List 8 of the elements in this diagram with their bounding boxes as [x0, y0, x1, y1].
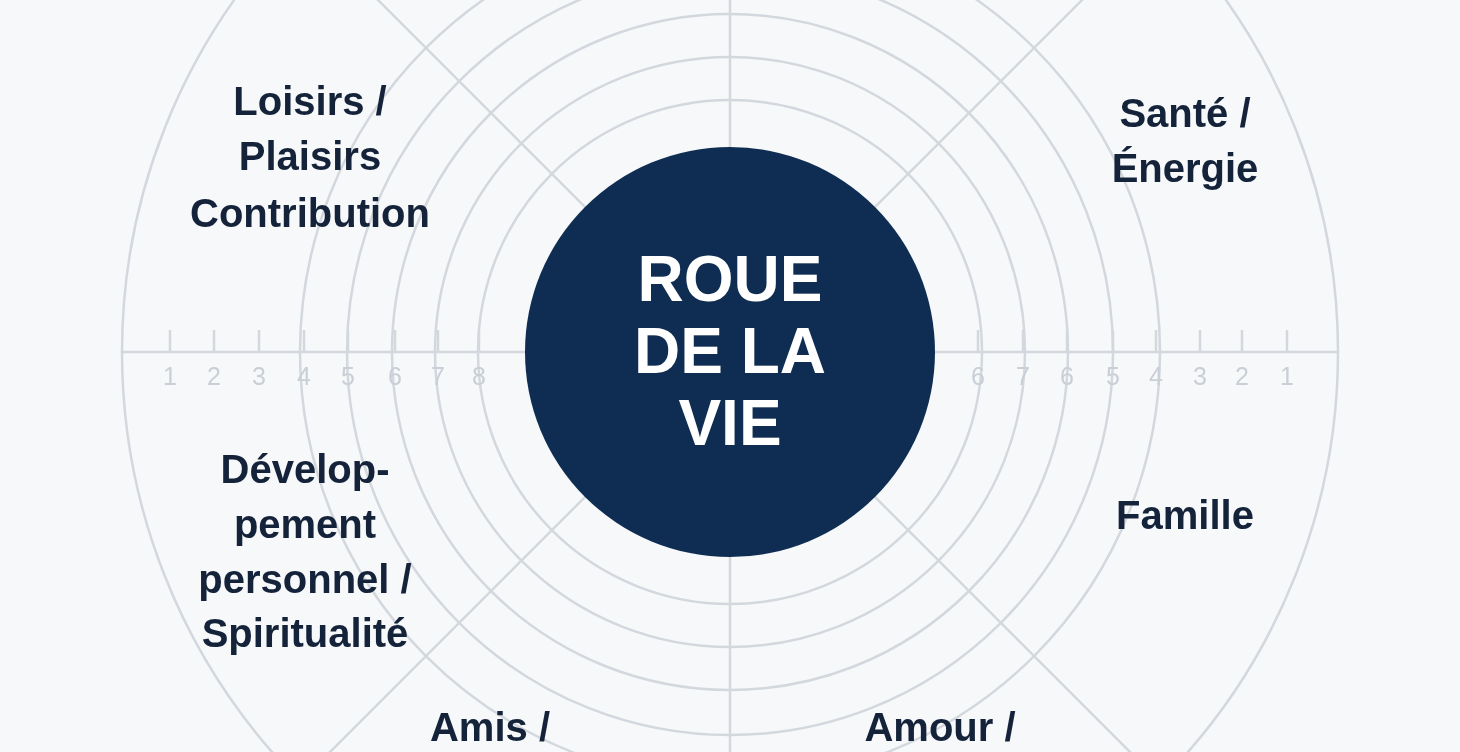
sector-label: Contribution	[189, 190, 431, 237]
sector-label: Famille	[1115, 492, 1255, 539]
sector-label: Dévelop- pement personnel / Spiritualité	[197, 446, 413, 658]
wheel-title: ROUE DE LA VIE	[633, 244, 827, 460]
sector-label: Santé / Énergie	[1110, 90, 1260, 192]
sector-label: Loisirs / Plaisirs	[232, 78, 388, 180]
sector-label: Amis /	[428, 704, 551, 751]
sector-label: Amour /	[863, 704, 1017, 751]
